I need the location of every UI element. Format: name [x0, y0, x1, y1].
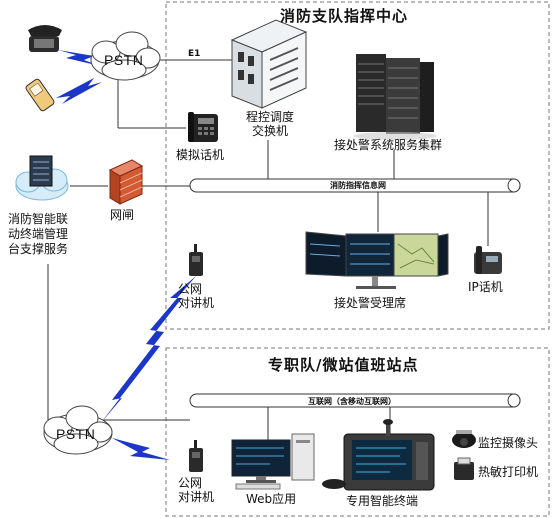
radio-top-label: 公网 对讲机	[178, 282, 214, 310]
duty-station-title: 专职队/微站值班站点	[268, 356, 419, 374]
e1-label: E1	[188, 49, 201, 59]
desk-phone-icon	[28, 25, 62, 52]
analog-phone-icon	[188, 112, 218, 142]
platform-label-line3: 台支撑服务	[8, 242, 69, 256]
internet-label: 互联网（含移动互联网）	[308, 397, 396, 406]
radio-bottom-label-line2: 对讲机	[178, 490, 215, 504]
printer-label: 热敏打印机	[478, 465, 539, 479]
smart-terminal-label: 专用智能终端	[346, 494, 419, 508]
web-app-label: Web应用	[246, 492, 297, 506]
pbx-switch-icon	[230, 19, 308, 109]
wireless-bolt-phone2	[56, 78, 102, 104]
gateway-label: 网闸	[110, 208, 135, 222]
thermal-printer-icon	[454, 457, 474, 480]
analog-phone-label: 模拟话机	[176, 148, 225, 162]
wireless-bolt-radio-cross	[100, 276, 196, 424]
ip-phone-label: IP话机	[468, 280, 503, 294]
wireless-bolt-phone1	[58, 50, 100, 66]
radio-bottom-label: 公网 对讲机	[178, 476, 214, 504]
camera-icon	[452, 430, 476, 448]
server-cluster-icon	[353, 54, 437, 140]
duty-station-zone	[165, 347, 550, 517]
wireless-bolt-pstn-radio	[112, 438, 170, 460]
platform-server-icon	[29, 155, 53, 187]
platform-label: 消防智能联 动终端管理 台支撑服务	[8, 212, 68, 257]
ip-phone-icon	[474, 246, 502, 274]
platform-label-line2: 动终端管理	[8, 227, 69, 241]
mobile-phone-icon	[25, 78, 55, 112]
command-center-title: 消防支队指挥中心	[280, 7, 409, 25]
radio-bottom-label-line1: 公网	[178, 476, 203, 490]
platform-label-line1: 消防智能联	[8, 212, 69, 226]
radio-top-label-line2: 对讲机	[178, 296, 215, 310]
dispatch-seat-icon	[305, 231, 449, 289]
smart-terminal-icon	[322, 419, 435, 491]
pstn-top-label: PSTN	[104, 52, 144, 68]
command-network-label: 消防指挥信息网	[330, 181, 386, 190]
pstn-top-cloud	[90, 31, 161, 81]
walkie-talkie-top-icon	[189, 244, 203, 276]
command-network-bus	[189, 178, 521, 193]
web-app-desktop-icon	[231, 433, 315, 490]
pbx-label-line2: 交换机	[251, 124, 288, 138]
walkie-talkie-bottom-icon	[189, 440, 203, 472]
internet-bus	[189, 393, 521, 408]
pstn-bottom-label: PSTN	[56, 426, 96, 442]
dispatch-seat-label: 接处警受理席	[334, 296, 407, 310]
server-cluster-label: 接处警系统服务集群	[334, 138, 443, 152]
pbx-label-line1: 程控调度	[245, 110, 294, 124]
radio-top-label-line1: 公网	[178, 282, 203, 296]
pstn-bottom-cloud	[43, 405, 113, 455]
pbx-label: 程控调度 交换机	[236, 110, 304, 138]
camera-label: 监控摄像头	[478, 436, 539, 450]
gateway-firewall-icon	[108, 159, 144, 205]
command-center-zone	[165, 1, 550, 330]
